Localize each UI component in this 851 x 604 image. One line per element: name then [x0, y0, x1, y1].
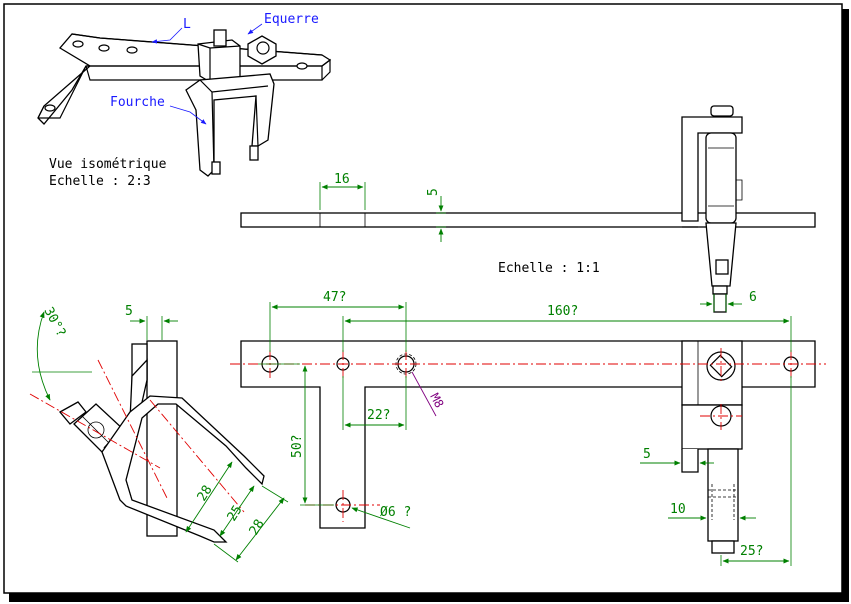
iso-view-title: Vue isométrique — [49, 157, 167, 172]
dim-25-right: 25? — [740, 544, 763, 559]
main-scale: Echelle : 1:1 — [498, 261, 600, 276]
dim-5-top: 5 — [426, 188, 441, 196]
iso-scale: Echelle : 2:3 — [49, 174, 151, 189]
top-view — [240, 105, 816, 313]
label-fourche: Fourche — [110, 95, 165, 110]
dim-phi6: Ø6 ? — [380, 505, 411, 520]
dim-10: 10 — [670, 502, 686, 517]
side-view — [58, 340, 265, 543]
dim-160: 160? — [547, 304, 578, 319]
front-view — [240, 340, 816, 554]
dim-22: 22? — [367, 408, 390, 423]
dim-6: 6 — [749, 290, 757, 305]
dim-16: 16 — [334, 172, 350, 187]
dim-5-right: 5 — [643, 447, 651, 462]
label-l: L — [183, 17, 191, 32]
dim-28-a: 28 — [195, 483, 216, 504]
dim-47: 47? — [323, 290, 346, 305]
dim-50: 50? — [290, 435, 305, 458]
dim-5-left: 5 — [125, 304, 133, 319]
label-equerre: Equerre — [264, 12, 319, 27]
isometric-view — [37, 29, 332, 177]
dim-m8: M8 — [427, 391, 446, 410]
dim-28-b: 28 — [247, 517, 268, 538]
